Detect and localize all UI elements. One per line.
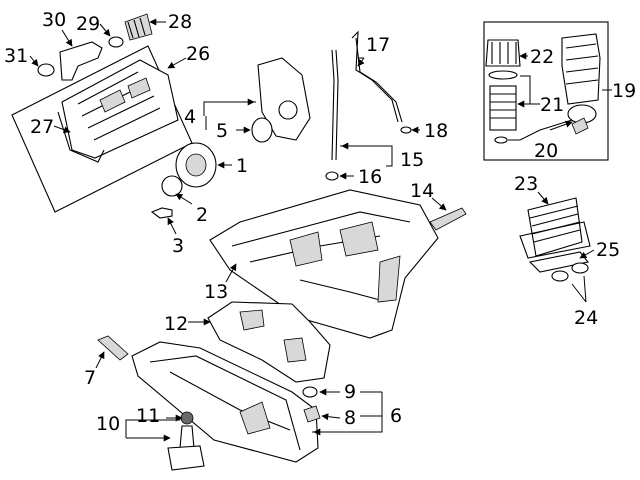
oil-filter-group-box — [483, 21, 609, 161]
callout-12: 12 — [164, 313, 188, 335]
callout-17: 17 — [366, 34, 390, 56]
callout-1: 1 — [236, 155, 248, 177]
callout-24: 24 — [574, 307, 598, 329]
crank-pulley-part — [175, 142, 217, 188]
drain-washer-part — [302, 386, 318, 398]
callout-14: 14 — [410, 180, 434, 202]
callout-20: 20 — [534, 140, 558, 162]
dipstick-part — [331, 49, 339, 161]
callout-11: 11 — [136, 405, 160, 427]
oil-level-sensor-part — [167, 411, 205, 471]
callout-5: 5 — [216, 120, 228, 142]
valve-cover-part — [61, 59, 179, 159]
callout-31: 31 — [4, 45, 28, 67]
callout-16: 16 — [358, 166, 382, 188]
callout-29: 29 — [76, 13, 100, 35]
callout-2: 2 — [196, 204, 208, 226]
filter-seal-20-part — [494, 136, 508, 144]
callout-22: 22 — [530, 46, 554, 68]
callout-19: 19 — [612, 80, 636, 102]
cooler-gasket-part — [528, 251, 589, 273]
sealant-tube-7-part — [97, 335, 129, 361]
callout-8: 8 — [344, 407, 356, 429]
callout-23: 23 — [514, 173, 538, 195]
o-ring-31-part — [37, 63, 55, 77]
callout-30: 30 — [42, 9, 66, 31]
front-seal-part — [251, 117, 273, 143]
callout-13: 13 — [204, 281, 228, 303]
oil-cooler-part — [519, 197, 591, 259]
timing-cover-part — [257, 57, 311, 141]
oil-baffle-part — [207, 301, 331, 383]
callout-27: 27 — [30, 116, 54, 138]
upper-oil-pan-part — [209, 189, 439, 339]
sealant-tube-14-part — [429, 207, 467, 231]
pulley-bolt-part — [150, 207, 173, 219]
callout-26: 26 — [186, 43, 210, 65]
callout-21: 21 — [540, 94, 564, 116]
filter-o-ring-part — [488, 70, 518, 80]
callout-7: 7 — [84, 367, 96, 389]
oil-filter-element-part — [489, 85, 517, 131]
callout-28: 28 — [168, 11, 192, 33]
breather-cap-part — [124, 13, 153, 41]
cooler-seal-part-a — [551, 270, 569, 282]
filter-housing-part — [561, 33, 601, 105]
filter-cap-part — [485, 39, 521, 67]
callout-4: 4 — [184, 106, 196, 128]
callout-10: 10 — [96, 413, 120, 435]
callout-6: 6 — [390, 405, 402, 427]
callout-18: 18 — [424, 120, 448, 142]
dipstick-seal-18-part — [400, 126, 412, 134]
breather-pipe-part — [59, 41, 103, 81]
pulley-washer-part — [161, 175, 183, 197]
dipstick-seal-16-part — [325, 171, 339, 181]
callout-9: 9 — [344, 381, 356, 403]
callout-3: 3 — [172, 235, 184, 257]
seal-ring-29-part — [108, 36, 124, 48]
callout-25: 25 — [596, 239, 620, 261]
cooler-seal-part-b — [571, 262, 589, 274]
callout-15: 15 — [400, 149, 424, 171]
drain-plug-part — [303, 405, 321, 423]
